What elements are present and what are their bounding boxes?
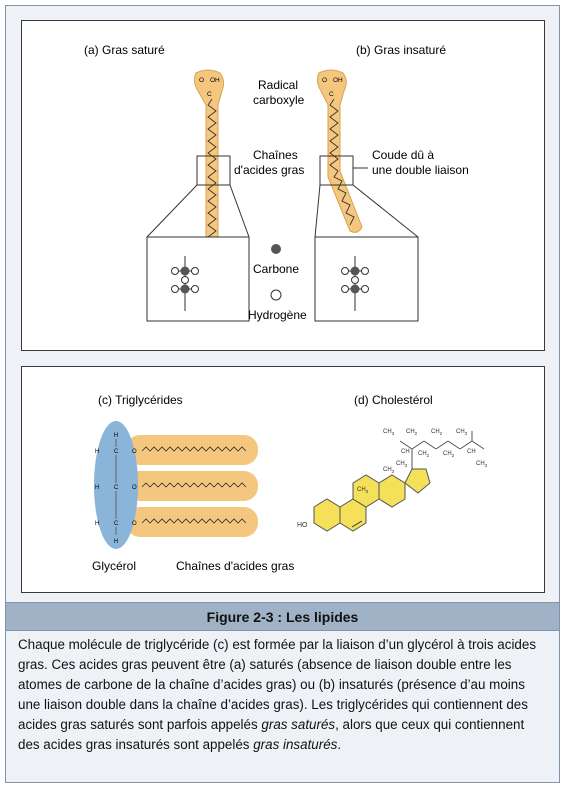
svg-text:O: O [132,485,137,491]
hydrogen-legend-icon [270,289,282,301]
zoom-box-unsaturated [319,155,354,186]
label-carboxyle: carboxyle [253,93,305,107]
svg-text:CH3: CH3 [456,429,468,436]
svg-text:H: H [95,449,99,455]
svg-text:CH2: CH2 [406,429,418,436]
label-cholesterol: (d) Cholestérol [354,393,433,407]
label-fatty-acid-chains: Chaînes d'acides gras [176,559,294,573]
glycerol-atoms: H H C O H C O H C O H [95,433,137,545]
label-chaines: Chaînes [253,148,298,162]
svg-text:C: C [207,91,212,98]
svg-text:O: O [132,449,137,455]
svg-text:C: C [114,521,119,527]
label-saturated: (a) Gras saturé [84,43,165,57]
saturated-fatty-acid: O OH C [193,69,225,254]
svg-text:CH3: CH3 [476,461,488,468]
svg-text:O: O [199,77,204,84]
svg-text:C: C [114,449,119,455]
unsaturated-fatty-acid: O OH C [316,69,363,233]
svg-text:O: O [132,521,137,527]
cholesterol-labels: CH3 CH2 CH2 CH3 CH CH2 CH2 CH CH3 CH3 CH… [297,429,488,529]
triglyceride-chains [126,435,258,537]
carbon-legend-icon [271,244,281,254]
svg-text:C: C [114,485,119,491]
figure-caption-text: Chaque molécule de triglycéride (c) est … [18,637,537,752]
svg-text:CH3: CH3 [357,487,369,494]
triglyceride-cholesterol-diagram: (c) Triglycérides (d) Cholestérol H H C … [92,393,488,573]
cholesterol-structure [313,431,485,532]
molecule-detail-saturated [171,256,199,311]
svg-text:CH: CH [467,449,476,455]
svg-text:CH: CH [401,449,410,455]
svg-text:CH2: CH2 [443,451,455,458]
svg-text:CH3: CH3 [396,461,408,468]
svg-text:CH2: CH2 [418,451,430,458]
figure-caption-title: Figure 2-3 : Les lipides [6,602,559,631]
svg-text:CH3: CH3 [383,467,395,474]
svg-text:H: H [95,485,99,491]
molecule-detail-unsaturated [341,256,369,311]
label-hydrogene: Hydrogène [248,308,307,322]
panel-fatty-acids: (a) Gras saturé (b) Gras insaturé O OH C [21,20,545,351]
label-acides-gras: d'acides gras [234,163,304,177]
label-carbone: Carbone [253,262,299,276]
svg-text:H: H [114,433,118,439]
glycerol-ellipse [94,421,138,549]
label-triglycerides: (c) Triglycérides [98,393,183,407]
svg-text:OH: OH [210,77,220,84]
label-glycerol: Glycérol [92,559,136,573]
zoom-detail-saturated [146,236,250,322]
svg-text:O: O [322,77,327,84]
svg-text:H: H [95,521,99,527]
zoom-box-saturated [196,155,231,186]
fatty-acid-diagram: (a) Gras saturé (b) Gras insaturé O OH C [84,43,469,322]
svg-text:OH: OH [333,77,343,84]
label-coude: Coude dû à [372,148,434,162]
panel-triglycerides-cholesterol: (c) Triglycérides (d) Cholestérol H H C … [21,366,545,593]
label-unsaturated: (b) Gras insaturé [356,43,446,57]
svg-text:CH3: CH3 [383,429,395,436]
label-double-liaison: une double liaison [372,163,469,177]
svg-text:C: C [329,91,334,98]
label-radical: Radical [258,78,298,92]
label-ho: HO [297,522,308,529]
svg-text:H: H [114,539,118,545]
zoom-detail-unsaturated [314,236,419,322]
svg-text:CH2: CH2 [431,429,443,436]
